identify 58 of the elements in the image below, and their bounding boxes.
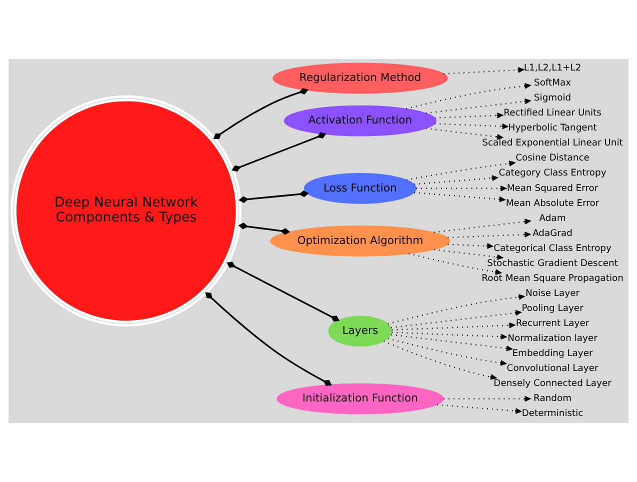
node-text: Stochastic Gradient Descent <box>487 258 618 269</box>
node-text: Embedding Layer <box>512 348 593 360</box>
connector <box>238 190 309 203</box>
arrow <box>408 253 502 275</box>
arrow <box>448 232 530 238</box>
node-text: Recurrent Layer <box>516 318 590 329</box>
connector <box>238 222 290 235</box>
node-ellipse: Optimization Algorithm <box>270 226 450 256</box>
arrow <box>392 332 507 340</box>
arrow <box>406 160 515 181</box>
node-text: Densely Connected Layer <box>494 378 612 390</box>
arrow <box>414 175 498 185</box>
node-text: SoftMax <box>534 78 572 89</box>
arrow <box>434 123 508 130</box>
arrow <box>448 243 493 249</box>
node-text: Convolutional Layer <box>506 363 598 374</box>
node-text: Mean Squared Error <box>506 182 598 194</box>
connector <box>205 292 332 386</box>
node-text: Categorical Class Entropy <box>494 242 612 254</box>
connector <box>213 88 308 140</box>
node-ellipse: Activation Function <box>284 105 437 136</box>
node-text: Root Mean Square Propagation <box>482 272 624 284</box>
node-text: Rectified Linear Units <box>504 108 602 119</box>
node-text: Mean Absolute Error <box>506 198 600 209</box>
arrow <box>392 322 515 331</box>
arrow <box>416 186 506 192</box>
arrow <box>384 340 496 380</box>
arrow <box>388 294 525 324</box>
node-text: Pooling Layer <box>522 302 584 314</box>
node-text: L1,L2,L1+L2 <box>524 62 582 74</box>
arrow <box>388 338 506 366</box>
node-text: Cosine Distance <box>516 152 590 164</box>
node-text: Category Class Entropy <box>498 168 606 179</box>
node-text: Hyperbolic Tangent <box>508 122 597 134</box>
node-text: Deterministic <box>522 408 584 420</box>
node-text: Scaled Exponential Linear Unit <box>482 138 623 149</box>
node-text: Noise Layer <box>526 288 580 299</box>
node-text: AdaGrad <box>532 228 572 239</box>
node-text: Adam <box>539 212 566 224</box>
arrow <box>406 83 531 110</box>
node-ellipse: Loss Function <box>304 172 416 204</box>
arrow <box>436 404 522 414</box>
arrow <box>414 192 506 202</box>
node-text: Sigmoid <box>534 92 572 104</box>
arrow <box>426 128 503 140</box>
node-ellipse: Initialization Function <box>276 383 444 414</box>
connector <box>226 262 340 322</box>
arrow <box>434 249 503 260</box>
arrow <box>444 396 530 402</box>
arrow <box>426 98 531 114</box>
arrow <box>444 67 524 74</box>
arrow <box>390 310 522 328</box>
arrow <box>434 218 531 233</box>
arrow <box>390 334 512 352</box>
node-text: Random <box>534 393 572 404</box>
node-text: Normalization layer <box>508 333 598 344</box>
arrow <box>434 112 503 118</box>
connector <box>232 132 326 172</box>
